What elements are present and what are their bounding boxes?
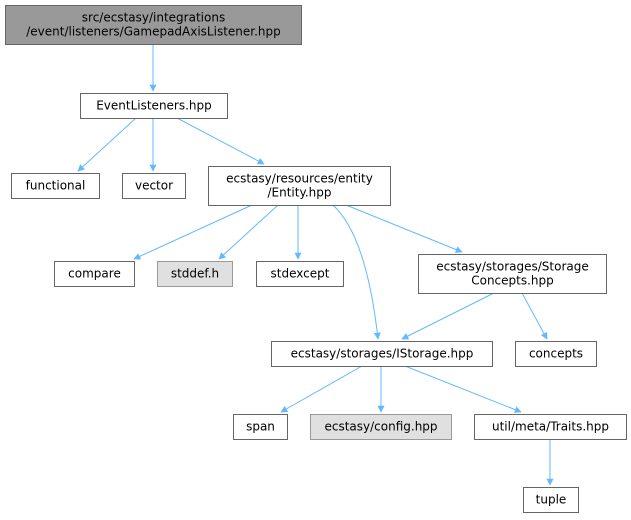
node-box-event_listeners xyxy=(80,93,228,119)
node-entity[interactable]: ecstasy/resources/entity/Entity.hpp xyxy=(208,166,391,206)
node-label-config: ecstasy/config.hpp xyxy=(324,420,437,434)
nodes-layer: src/ecstasy/integrations/event/listeners… xyxy=(5,5,627,513)
node-istorage[interactable]: ecstasy/storages/IStorage.hpp xyxy=(271,341,493,367)
node-concepts[interactable]: concepts xyxy=(515,341,597,367)
edge-entity-to-storage_concepts xyxy=(345,204,463,253)
node-compare[interactable]: compare xyxy=(54,261,135,287)
node-tuple[interactable]: tuple xyxy=(523,487,579,513)
node-box-istorage xyxy=(271,341,493,367)
edge-istorage-to-span xyxy=(280,365,363,413)
edge-entity-to-istorage xyxy=(332,204,381,340)
node-label-root-line-0: src/ecstasy/integrations xyxy=(82,11,225,25)
node-stdexcept[interactable]: stdexcept xyxy=(256,261,344,287)
node-label-span: span xyxy=(246,420,275,434)
node-label-traits: util/meta/Traits.hpp xyxy=(492,420,609,434)
edge-event_listeners-to-entity xyxy=(176,117,265,165)
node-label-entity-line-1: /Entity.hpp xyxy=(267,186,331,200)
node-box-entity xyxy=(208,166,391,206)
edge-istorage-to-traits xyxy=(404,365,522,413)
node-box-concepts xyxy=(515,341,597,367)
node-vector[interactable]: vector xyxy=(122,173,186,199)
node-box-stdexcept xyxy=(256,261,344,287)
node-functional[interactable]: functional xyxy=(11,173,100,199)
node-box-root xyxy=(5,5,302,45)
node-label-vector: vector xyxy=(135,179,173,193)
node-box-stddef xyxy=(157,261,233,287)
edges-layer xyxy=(77,44,554,486)
node-box-functional xyxy=(11,173,100,199)
edge-storage_concepts-to-istorage xyxy=(401,292,495,340)
node-box-config xyxy=(310,414,452,440)
node-root[interactable]: src/ecstasy/integrations/event/listeners… xyxy=(5,5,302,45)
edge-entity-to-compare xyxy=(133,204,253,260)
node-event_listeners[interactable]: EventListeners.hpp xyxy=(80,93,228,119)
node-label-entity-line-0: ecstasy/resources/entity xyxy=(226,172,373,186)
node-span[interactable]: span xyxy=(233,414,288,440)
node-label-storage_concepts-line-1: Concepts.hpp xyxy=(471,274,554,288)
node-label-functional: functional xyxy=(26,179,86,193)
node-box-storage_concepts xyxy=(418,254,607,294)
node-stddef[interactable]: stddef.h xyxy=(157,261,233,287)
node-box-tuple xyxy=(523,487,579,513)
node-box-compare xyxy=(54,261,135,287)
edge-entity-to-stddef xyxy=(218,204,279,260)
edge-event_listeners-to-functional xyxy=(77,117,137,172)
edge-storage_concepts-to-concepts xyxy=(521,292,548,340)
node-label-storage_concepts-line-0: ecstasy/storages/Storage xyxy=(436,260,589,274)
node-label-root-line-1: /event/listeners/GamepadAxisListener.hpp xyxy=(26,25,281,39)
node-box-span xyxy=(233,414,288,440)
node-traits[interactable]: util/meta/Traits.hpp xyxy=(474,414,627,440)
node-config[interactable]: ecstasy/config.hpp xyxy=(310,414,452,440)
node-box-vector xyxy=(122,173,186,199)
node-box-traits xyxy=(474,414,627,440)
node-label-concepts: concepts xyxy=(529,347,583,361)
node-label-stddef: stddef.h xyxy=(171,267,219,281)
node-label-stdexcept: stdexcept xyxy=(271,267,330,281)
node-label-event_listeners: EventListeners.hpp xyxy=(96,99,212,113)
node-label-tuple: tuple xyxy=(536,493,567,507)
node-label-istorage: ecstasy/storages/IStorage.hpp xyxy=(291,347,474,361)
node-label-compare: compare xyxy=(68,267,121,281)
